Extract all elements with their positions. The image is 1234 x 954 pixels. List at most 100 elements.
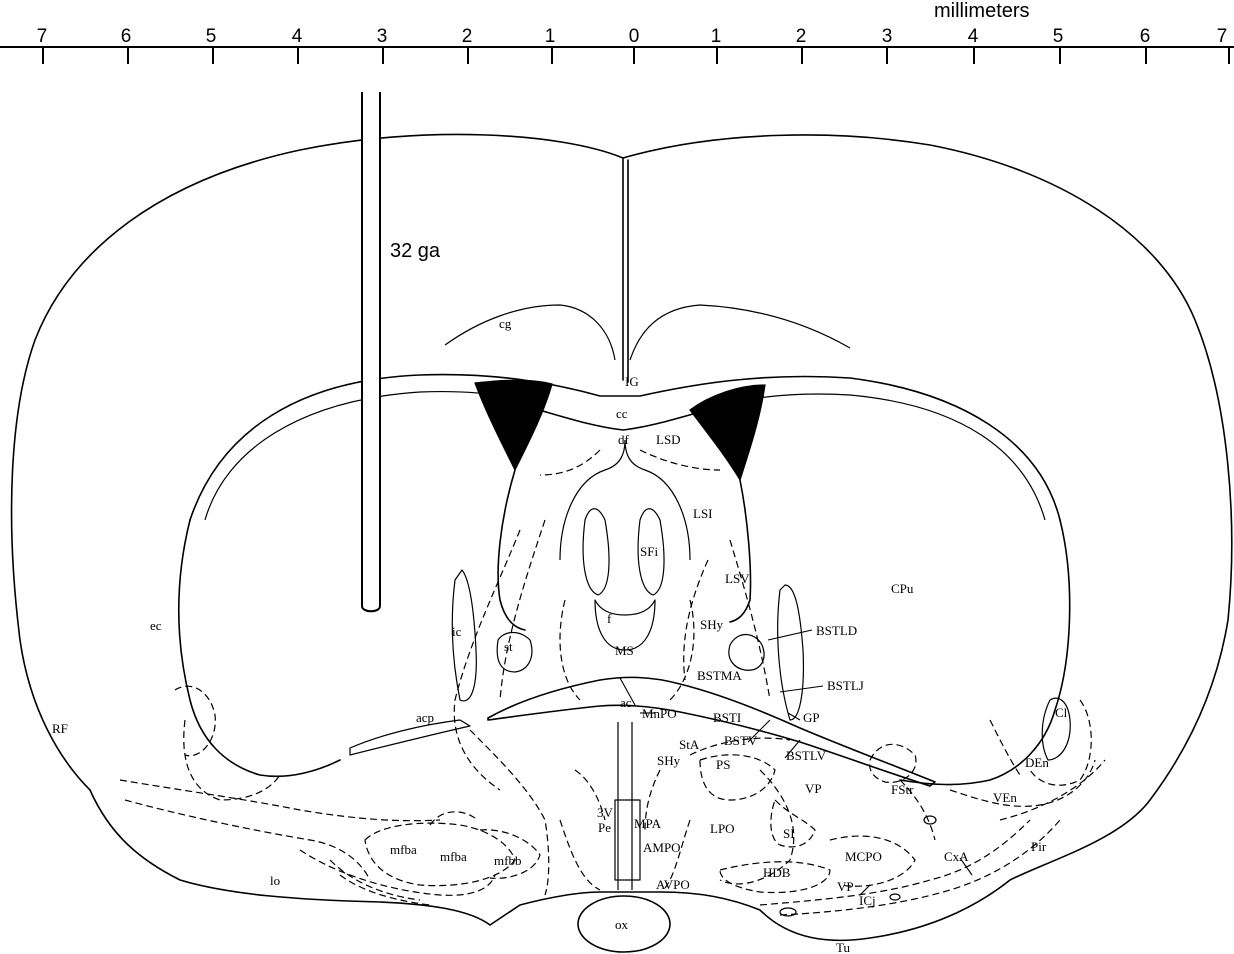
label-Cl: Cl [1055,705,1068,720]
label-SHy-lower: SHy [657,753,681,768]
tick-label-left-1: 1 [545,26,556,47]
label-VEn: VEn [993,790,1017,805]
cingulum-outline [444,304,851,361]
tick-label-right-6: 6 [1140,26,1151,47]
label-CxA: CxA [944,849,969,864]
label-GP: GP [803,710,820,725]
septum-right-wall [729,479,752,623]
tick-label-left-4: 4 [292,26,303,47]
millimeter-scale-bar: 7 6 5 4 3 2 1 0 1 2 3 4 5 6 7 millimeter… [0,0,1234,64]
label-mfba-left: mfba [390,842,417,857]
lateral-ventricle-right [689,384,766,482]
label-SHy: SHy [700,617,724,632]
label-ic: ic [452,624,462,639]
label-BSTLJ: BSTLJ [827,678,864,693]
label-3V: 3V [597,805,614,820]
label-LSD: LSD [656,432,681,447]
label-LSV: LSV [725,571,750,586]
label-AMPO: AMPO [643,840,681,855]
label-mfba-right: mfba [440,849,467,864]
internal-capsule-left [451,569,477,702]
label-cg: cg [499,316,512,331]
optic-chiasm [577,895,671,953]
label-Tu: Tu [836,940,850,954]
brain-outline [10,133,1233,942]
label-MPA: MPA [634,816,662,831]
label-CPu: CPu [891,581,914,596]
tick-label-left-7: 7 [37,26,48,47]
label-IG: IG [625,374,639,389]
label-BSTLV: BSTLV [786,748,827,763]
label-RF: RF [52,721,68,736]
label-df: df [618,432,630,447]
tick-label-right-1: 1 [711,26,722,47]
label-Pe: Pe [598,820,611,835]
label-st: st [504,639,513,654]
tick-label-left-2: 2 [462,26,473,47]
tick-label-right-7: 7 [1217,26,1228,47]
label-StA: StA [679,737,700,752]
label-ICj: ICj [859,893,876,908]
label-lo: lo [270,873,280,888]
probe-gauge-label: 32 ga [390,240,441,262]
label-ox: ox [615,917,629,932]
tick-label-right-5: 5 [1053,26,1064,47]
label-FStr: FStr [891,782,914,797]
internal-capsule-right [777,584,805,721]
label-MnPO: MnPO [642,706,677,721]
septum-left-wall [497,469,526,631]
acp-band-left [349,719,471,756]
scale-unit-label: millimeters [934,0,1030,22]
bstld-blob [728,633,765,671]
tick-label-right-2: 2 [796,26,807,47]
tick-label-zero: 0 [629,26,640,47]
label-BSTLD: BSTLD [816,623,857,638]
label-BSTMA: BSTMA [697,668,742,683]
label-f: f [607,611,612,626]
label-LSI: LSI [693,506,713,521]
label-PS: PS [716,757,730,772]
probe-needle [361,92,381,613]
label-VP: VP [805,781,822,796]
leader-lines [619,629,973,896]
label-ec: ec [150,618,162,633]
label-Pir: Pir [1031,839,1047,854]
label-cc: cc [616,406,628,421]
stria-terminalis-left [496,631,533,673]
lateral-ventricle-left [474,379,553,472]
tick-label-left-3: 3 [377,26,388,47]
anterior-commissure [487,676,936,787]
septum-core [559,439,691,561]
external-capsule-left [177,519,341,778]
tick-label-right-4: 4 [968,26,979,47]
label-SI: SI [783,826,795,841]
region-labels: cg IG cc df LSD LSI SFi f MS LSV SHy BST… [52,316,1068,954]
tick-label-left-6: 6 [121,26,132,47]
label-DEn: DEn [1025,755,1049,770]
region-boundaries [119,449,1106,916]
label-HDB: HDB [763,865,791,880]
label-AVPO: AVPO [656,877,690,892]
third-ventricle [617,722,633,890]
septofimbrial-nucleus-right [637,508,665,596]
midline-fissure [622,157,629,383]
label-ac: ac [620,695,632,710]
septofimbrial-nucleus-left [582,508,610,596]
tick-label-right-3: 3 [882,26,893,47]
fornix-outline [594,599,656,651]
label-LPO: LPO [710,821,735,836]
icj-islet-1 [889,893,901,901]
label-MCPO: MCPO [845,849,882,864]
external-capsule-right-inner [719,393,1046,521]
icj-islet-2 [923,815,937,825]
tick-label-left-5: 5 [206,26,217,47]
label-VP-lower: VP [837,879,854,894]
label-acp: acp [416,710,434,725]
claustrum [1041,697,1071,761]
corpus-callosum-upper [189,373,1061,521]
label-BSTI: BSTI [713,710,741,725]
label-SFi: SFi [640,544,658,559]
mpa-column [614,799,641,881]
label-MS: MS [615,643,634,658]
